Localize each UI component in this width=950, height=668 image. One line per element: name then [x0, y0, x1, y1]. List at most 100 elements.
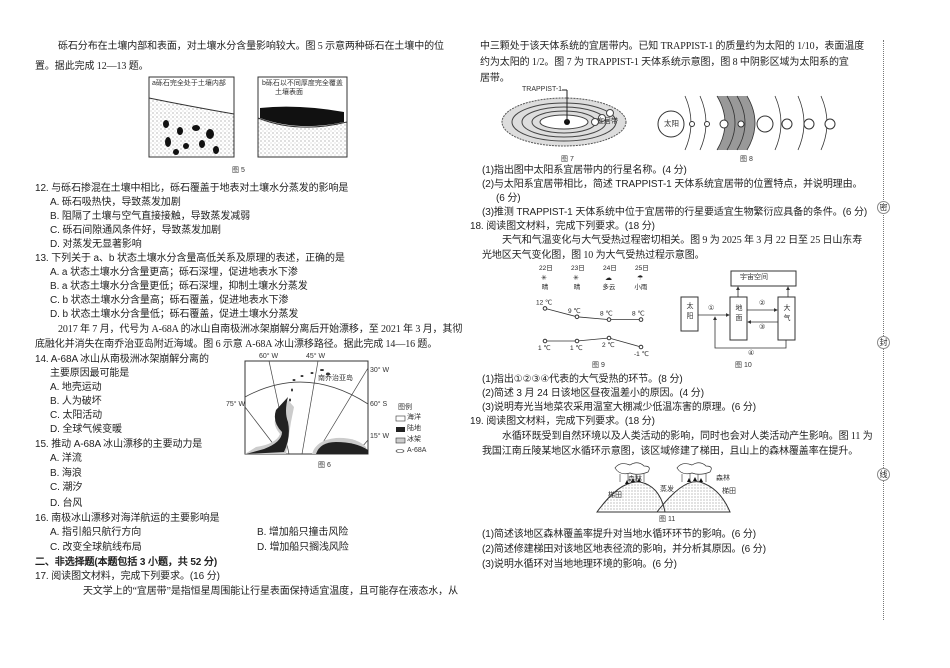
fig5-panel-a-label: a砾石完全处于土壤内部	[152, 80, 226, 87]
q14-option-c: C. 太阳活动	[50, 410, 103, 421]
q17-cont-line3: 居带。	[480, 73, 510, 84]
high-temp-point	[542, 306, 548, 311]
fig7-star-label: TRAPPIST-1	[522, 86, 563, 93]
q17-cont-line1: 中三颗处于该天体系统的宜居带内。已知 TRAPPIST-1 的质量约为太阳的 1…	[480, 41, 865, 52]
figure-8	[657, 95, 836, 151]
date-label: 24日	[603, 264, 617, 272]
weather-label: 晴	[574, 282, 581, 291]
fig10-caption: 图 10	[735, 362, 752, 369]
q17-sub-2-score: (6 分)	[496, 193, 521, 204]
low-temp-label: -1 ℃	[634, 350, 649, 358]
weather-label: 小雨	[634, 282, 648, 291]
q17-cont-line2: 约为太阳的 1/2。图 7 为 TRAPPIST-1 天体系统示意图，图 8 中…	[480, 57, 849, 68]
low-temp-point	[638, 344, 644, 350]
q12-option-c: C. 砾石间隙通风条件好，导致蒸发加剧	[50, 225, 221, 236]
fig9-caption: 图 9	[592, 362, 605, 369]
seal-mark-xian: 线	[877, 468, 890, 481]
q18-para-1: 天气和气温变化与大气受热过程密切相关。图 9 为 2025 年 3 月 22 日…	[502, 235, 863, 246]
fig10-space-label: 宇宙空间	[740, 274, 768, 281]
intro-14-line2: 底融化并消失在南乔治亚岛附近海域。图 6 示意 A-68A 冰山漂移路径。据此完…	[35, 339, 438, 350]
fig10-atmo-label: 大气	[783, 304, 790, 324]
q16-option-b: B. 增加船只撞击风险	[257, 527, 349, 538]
fig11-forest-label-right: 森林	[716, 475, 730, 482]
q14-stem-1: 14. A-68A 冰山从南极洲冰架崩解分离的	[35, 354, 209, 365]
fig7-zone-label: 宜居带	[597, 118, 618, 125]
q13-option-c: C. b 状态土壤水分含量高；砾石覆盖，促进地表水下渗	[50, 295, 289, 306]
weather-icon: ✳	[573, 274, 579, 282]
low-temp-line	[545, 337, 642, 348]
q19-para-2: 我国江南丘陵某地区水循环示意图，该区域修建了梯田，且山上的森林覆盖率在提升。	[482, 446, 859, 457]
q13-stem: 13. 下列关于 a、b 状态土壤水分含量高低关系及原理的表述，正确的是	[35, 253, 345, 264]
fig6-legend-ocean: 海洋	[407, 414, 421, 421]
fig11-caption: 图 11	[659, 516, 676, 523]
q17-sub-3: (3)推测 TRAPPIST-1 天体系统中位于宜居带的行星要适宜生物繁衍应具备…	[482, 207, 868, 218]
fig7-caption: 图 7	[561, 156, 574, 163]
q12-option-d: D. 对蒸发无显著影响	[50, 239, 142, 250]
fig5-panel-b-label-1: b砾石以不同厚度完全覆盖	[262, 80, 343, 87]
fig10-sun-label: 太阳	[686, 302, 693, 322]
q13-option-b: B. a 状态土壤水分含量更低；砾石深埋，抑制土壤水分蒸发	[50, 281, 308, 292]
weather-icon: ☁	[605, 275, 612, 282]
q16-option-a: A. 指引船只航行方向	[50, 527, 142, 538]
q14-option-a: A. 地壳运动	[50, 382, 102, 393]
fig11-terrace-label-left: 梯田	[608, 492, 622, 499]
high-temp-label: 9 ℃	[568, 307, 581, 315]
fig6-label-60w: 60° W	[259, 353, 279, 360]
fig6-label-75w: 75° W	[226, 401, 246, 408]
q12-stem: 12. 与砾石掺混在土壤中相比，砾石覆盖于地表对土壤水分蒸发的影响是	[35, 183, 349, 194]
q19-stem: 19. 阅读图文材料，完成下列要求。(18 分)	[470, 416, 655, 427]
low-temp-label: 2 ℃	[602, 341, 615, 349]
weather-icon: ☂	[637, 274, 643, 282]
q19-sub-2: (2)简述修建梯田对该地区地表径流的影响，并分析其原因。(6 分)	[482, 544, 766, 555]
q16-option-d: D. 增加船只搁浅风险	[257, 542, 349, 553]
fig10-ground-label: 地面	[735, 304, 742, 324]
seal-line	[883, 40, 884, 620]
fig6-legend-land: 陆地	[407, 425, 421, 432]
q12-option-a: A. 砾石吸热快，导致蒸发加剧	[50, 197, 181, 208]
fig6-label-south-georgia: 南乔治亚岛	[318, 375, 353, 382]
high-temp-point	[638, 317, 644, 322]
seal-mark-feng: 封	[877, 336, 890, 349]
q18-stem: 18. 阅读图文材料，完成下列要求。(18 分)	[470, 221, 655, 232]
intro-12-line1: 砾石分布在土壤内部和表面，对土壤水分含量影响较大。图 5 示意两种砾石在土壤中的…	[58, 41, 444, 52]
weather-label: 多云	[602, 282, 616, 291]
fig11-terrace-label-right: 梯田	[722, 488, 736, 495]
low-temp-label: 1 ℃	[570, 344, 583, 352]
high-temp-point	[574, 314, 580, 320]
fig5-panel-b-label-2: 土壤表面	[275, 89, 303, 96]
intro-14-line1: 2017 年 7 月，代号为 A-68A 的冰山自南极洲冰架崩解分离后开始漂移，…	[58, 324, 463, 335]
fig6-label-30w: 30° W	[370, 367, 390, 374]
fig10-num-1: ①	[708, 305, 715, 312]
q18-sub-1: (1)指出①②③④代表的大气受热的环节。(8 分)	[482, 374, 683, 385]
seal-mark-mi: 密	[877, 201, 890, 214]
figure-6-map	[244, 360, 406, 455]
q17-stem: 17. 阅读图文材料，完成下列要求。(16 分)	[35, 571, 220, 582]
weather-label: 晴	[542, 282, 549, 291]
q18-para-2: 光地区天气变化图，图 10 为大气受热过程示意图。	[482, 250, 705, 261]
date-label: 22日	[539, 264, 553, 272]
fig11-forest-label-left: 森林	[628, 476, 642, 483]
fig6-label-60s: 60° S	[370, 401, 388, 408]
q13-option-a: A. a 状态土壤水分含量更高；砾石深埋，促进地表水下渗	[50, 267, 298, 278]
q14-option-b: B. 人为破坏	[50, 396, 102, 407]
high-temp-label: 8 ℃	[632, 310, 645, 318]
low-temp-point	[542, 338, 548, 344]
weather-icon: ✳	[541, 274, 547, 282]
figure-10-diagram	[680, 270, 797, 349]
q15-option-c: C. 潮汐	[50, 482, 83, 493]
q17-sub-1: (1)指出图中太阳系宜居带内的行星名称。(4 分)	[482, 165, 687, 176]
low-temp-label: 1 ℃	[538, 344, 551, 352]
q17-para: 天文学上的“宜居带”是指恒星周围能让行星表面保持适宜温度，且可能存在液态水，从	[83, 586, 458, 597]
fig6-label-15w: 15° W	[370, 433, 390, 440]
q15-option-b: B. 海浪	[50, 468, 82, 479]
high-temp-line	[544, 308, 641, 320]
high-temp-label: 8 ℃	[600, 310, 613, 318]
fig8-caption: 图 8	[740, 156, 753, 163]
section-2-heading: 二、非选择题(本题包括 3 小题，共 52 分)	[35, 557, 218, 568]
q19-sub-3: (3)说明水循环对当地地理环境的影响。(6 分)	[482, 559, 677, 570]
q13-option-d: D. b 状态土壤水分含量低；砾石覆盖，促进土壤水分蒸发	[50, 309, 299, 320]
high-temp-label: 12 ℃	[536, 298, 552, 306]
q14-option-d: D. 全球气候变暖	[50, 424, 122, 435]
low-temp-point	[606, 335, 612, 341]
q19-sub-1: (1)简述该地区森林覆盖率提升对当地水循环环节的影响。(6 分)	[482, 529, 757, 540]
